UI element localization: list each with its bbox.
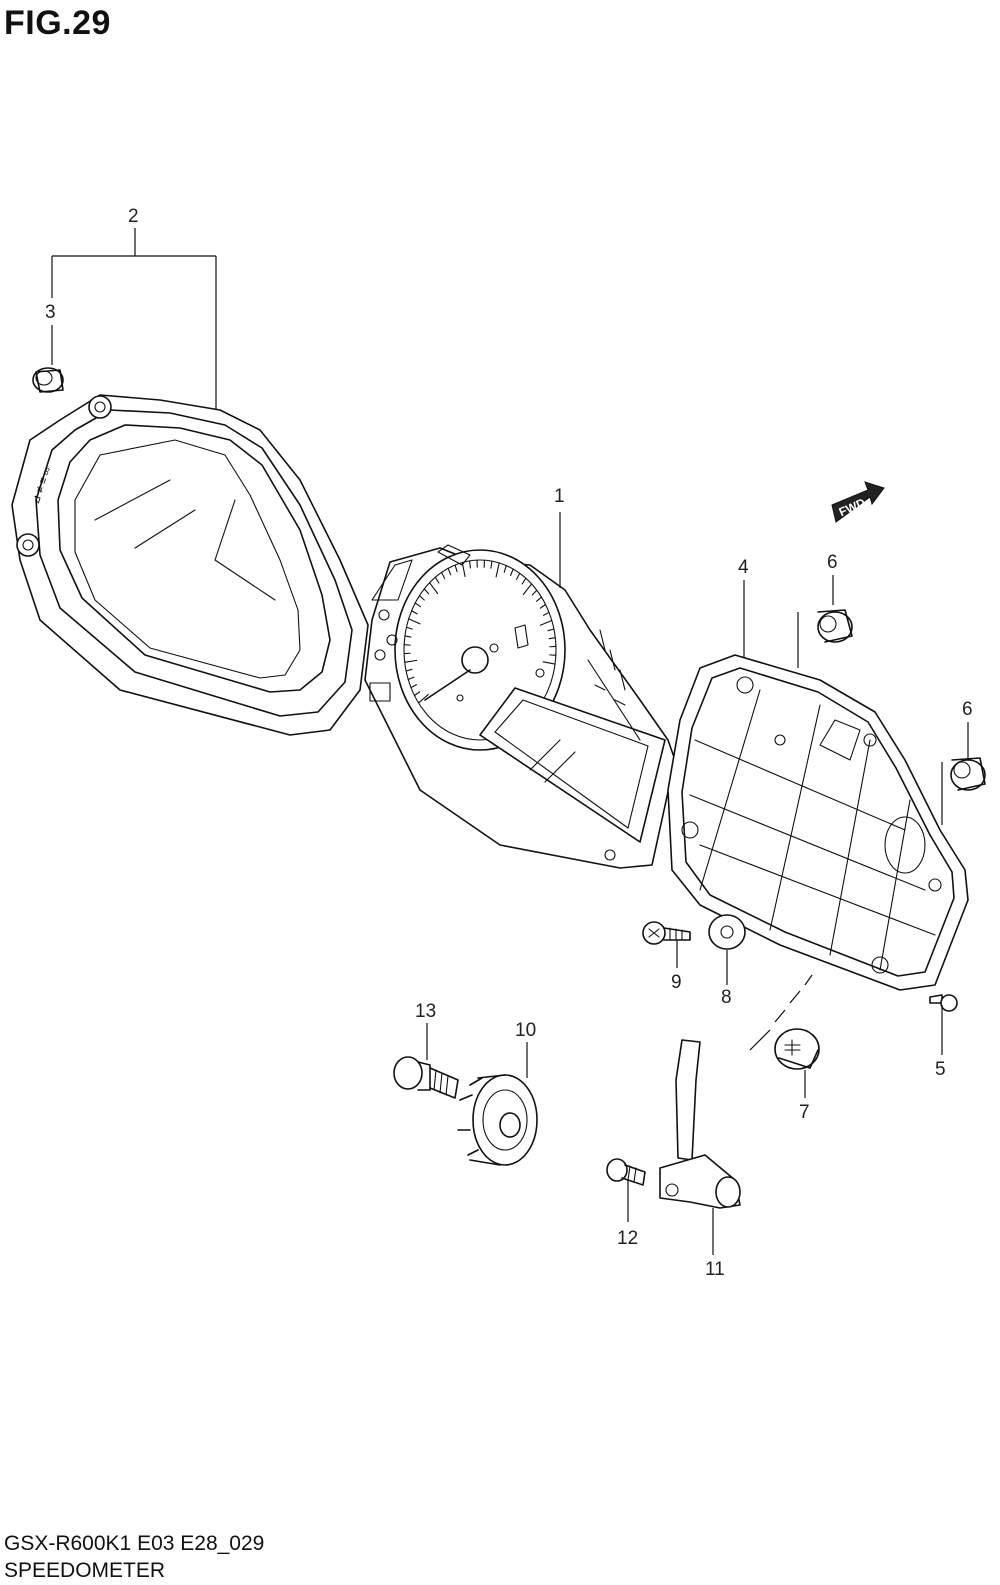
model-code: GSX-R600K1 E03 E28_029 <box>4 1532 265 1555</box>
callout-6-lower: 6 <box>962 699 973 720</box>
part-6-grommet-upper[interactable] <box>817 609 853 643</box>
part-11-speed-sensor[interactable] <box>659 1039 741 1209</box>
part-3-grommet[interactable] <box>32 367 64 393</box>
fwd-arrow-icon: FWD <box>831 481 885 523</box>
tach-tick <box>441 571 446 580</box>
callout-3: 3 <box>45 302 56 323</box>
part-6-grommet-lower[interactable] <box>950 757 986 791</box>
tach-tick <box>407 676 415 681</box>
callout-7: 7 <box>799 1102 810 1123</box>
tach-tick <box>418 595 425 601</box>
part-9-screw[interactable] <box>642 921 691 945</box>
tach-tick <box>414 602 421 608</box>
part-4-rear-cover[interactable] <box>667 654 969 991</box>
diagram-name: SPEEDOMETER <box>4 1559 166 1582</box>
callout-2: 2 <box>128 206 139 227</box>
callout-labels: 1 2 3 4 5 6 6 7 8 9 10 11 12 13 <box>45 206 973 1280</box>
tach-tick <box>531 589 538 596</box>
tach-tick <box>542 661 556 665</box>
part-8-washer[interactable] <box>708 914 746 950</box>
figure-title: FIG.29 <box>4 4 111 42</box>
tach-tick <box>490 560 493 569</box>
tach-tick <box>404 635 412 638</box>
callout-10: 10 <box>515 1020 536 1041</box>
tach-tick <box>548 637 556 640</box>
fwd-label: FWD <box>837 495 868 519</box>
tach-tick <box>521 577 527 585</box>
tach-tick <box>469 560 471 569</box>
tach-tick <box>539 619 553 626</box>
tach-tick <box>522 583 533 596</box>
tach-tick <box>408 618 421 625</box>
part-13-bolt[interactable] <box>393 1056 459 1099</box>
part-10-gear[interactable] <box>457 1074 538 1166</box>
part-12-bolt[interactable] <box>606 1158 646 1186</box>
part-2-case-cover[interactable]: ⊿ ≠ ≡ ∞ <box>11 394 369 736</box>
tach-tick <box>495 562 500 578</box>
callout-5: 5 <box>935 1059 946 1080</box>
tach-tick <box>410 684 418 689</box>
tach-tick <box>542 611 550 616</box>
tach-tick <box>539 603 547 609</box>
tach-tick <box>503 565 507 573</box>
tach-tick <box>454 564 458 573</box>
tach-tick <box>509 568 514 577</box>
callout-13: 13 <box>415 1001 436 1022</box>
callout-6-upper: 6 <box>827 552 838 573</box>
callout-1: 1 <box>554 486 565 507</box>
callout-9: 9 <box>671 972 682 993</box>
tach-tick <box>536 596 543 602</box>
tach-tick <box>413 691 421 697</box>
tach-tick <box>405 626 413 630</box>
tach-tick <box>417 693 429 704</box>
tach-tick <box>428 582 439 595</box>
callout-11: 11 <box>705 1259 725 1280</box>
callout-4: 4 <box>738 557 749 578</box>
part-7-cap[interactable] <box>774 1028 820 1070</box>
tach-tick <box>404 659 418 663</box>
leader-lines <box>51 228 969 1255</box>
callout-8: 8 <box>721 987 732 1008</box>
tach-tick <box>423 588 430 595</box>
tach-tick <box>405 668 413 672</box>
tach-tick <box>434 576 440 584</box>
tach-tick <box>547 628 555 632</box>
part-1-meter-assembly[interactable] <box>364 544 676 869</box>
callout-12: 12 <box>617 1228 638 1249</box>
tach-tick <box>515 572 521 580</box>
tach-ticks <box>403 559 557 704</box>
part-5-screw[interactable] <box>929 994 958 1012</box>
tach-tick <box>447 567 452 576</box>
tach-tick <box>411 610 418 615</box>
